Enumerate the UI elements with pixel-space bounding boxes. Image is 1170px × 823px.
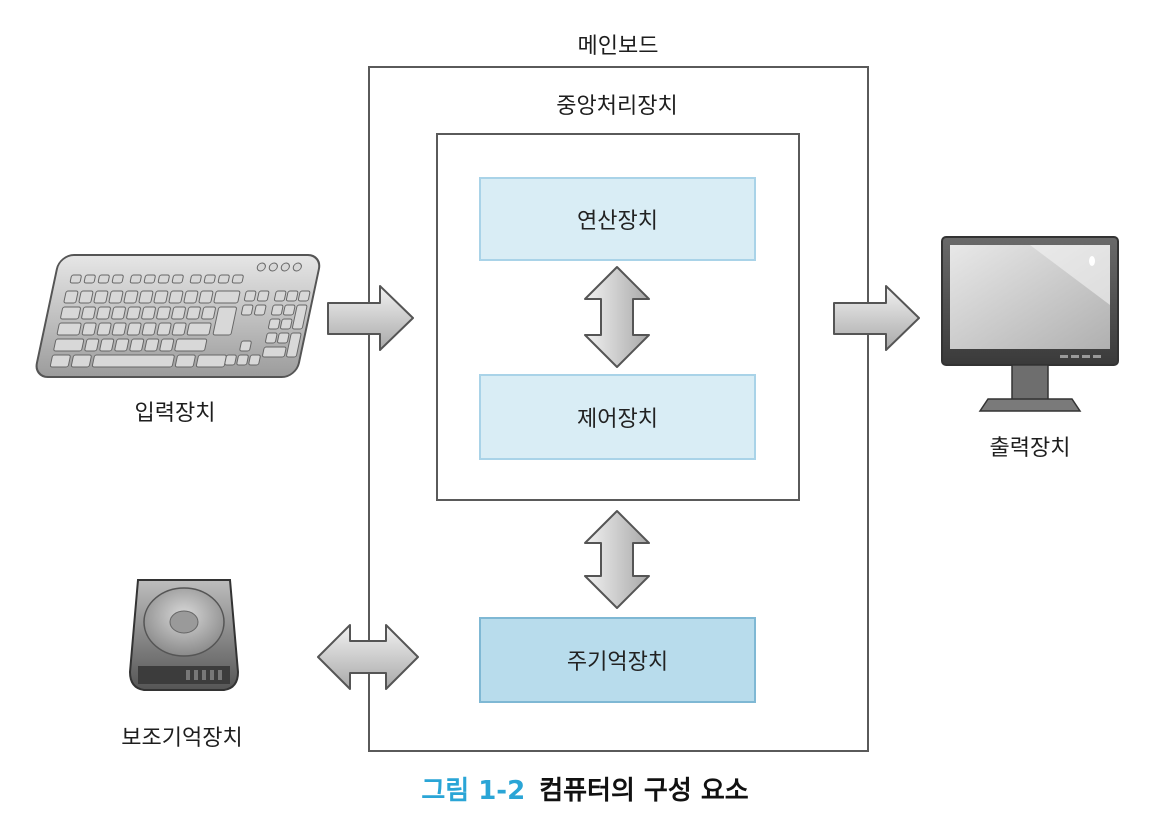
cpu-memory-double-arrow-icon <box>584 510 650 609</box>
output-device-label: 출력장치 <box>989 436 1071 461</box>
figure-caption: 그림 1-2 컴퓨터의 구성 요소 <box>0 770 1170 807</box>
hard-drive-icon <box>128 579 240 691</box>
storage-device-label: 보조기억장치 <box>121 726 243 751</box>
main-memory-label: 주기억장치 <box>566 650 669 675</box>
figure-number: 그림 1-2 <box>421 776 526 806</box>
alu-control-double-arrow-icon <box>584 266 650 368</box>
keyboard-icon <box>35 254 321 378</box>
mainboard-label: 메인보드 <box>577 34 659 59</box>
input-device-label: 입력장치 <box>134 401 216 426</box>
main-memory-box: 주기억장치 <box>479 617 756 703</box>
figure-title: 컴퓨터의 구성 요소 <box>539 776 749 806</box>
alu-box: 연산장치 <box>479 177 756 261</box>
control-unit-box: 제어장치 <box>479 374 756 460</box>
storage-double-arrow-icon <box>317 624 419 690</box>
input-arrow-icon <box>327 285 414 351</box>
control-unit-label: 제어장치 <box>577 407 658 432</box>
cpu-label: 중앙처리장치 <box>556 94 678 119</box>
output-arrow-icon <box>833 285 920 351</box>
alu-label: 연산장치 <box>577 209 658 234</box>
monitor-icon <box>941 236 1119 412</box>
